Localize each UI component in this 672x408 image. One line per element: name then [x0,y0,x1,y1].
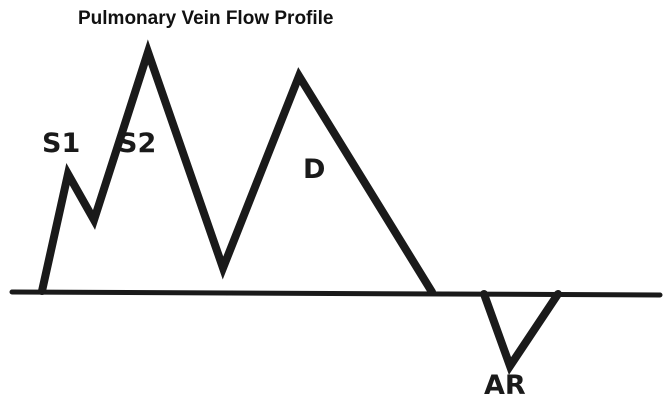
forward-flow-waveform [38,39,436,296]
reverse-flow-waveform [480,290,562,375]
label-d: D [303,154,325,185]
label-s2: S2 [118,128,156,159]
baseline [9,289,663,298]
label-s1: S1 [42,128,80,159]
label-ar: AR [484,370,526,401]
diagram-title: Pulmonary Vein Flow Profile [78,8,334,29]
